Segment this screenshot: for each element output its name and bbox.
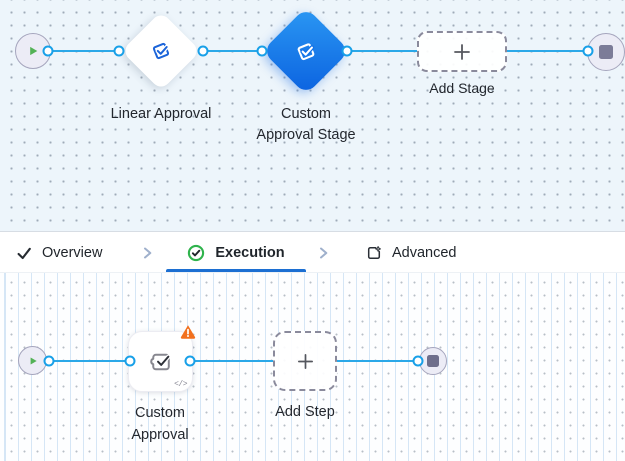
connector-port[interactable] xyxy=(341,45,353,57)
flow-line xyxy=(201,50,263,52)
play-icon xyxy=(30,46,38,56)
chevron-right-icon xyxy=(318,246,329,260)
flow-line xyxy=(40,50,120,52)
connector-port[interactable] xyxy=(42,45,54,57)
connector-port[interactable] xyxy=(256,45,268,57)
box-gear-icon xyxy=(367,245,382,259)
approval-check-icon xyxy=(148,38,174,64)
stage-tab-bar: Overview Execution A xyxy=(0,231,625,273)
stage-label-linear-approval: Linear Approval xyxy=(110,106,212,122)
step-label-custom-approval: Custom Approval xyxy=(131,405,189,443)
active-tab-underline xyxy=(166,268,306,272)
flow-line xyxy=(40,360,130,362)
tab-advanced[interactable]: Advanced xyxy=(366,232,457,273)
plus-icon xyxy=(297,353,313,369)
tab-label: Overview xyxy=(42,244,103,261)
step-canvas[interactable]: </> Custom Approval Add Step xyxy=(0,273,625,461)
flow-line xyxy=(336,360,431,362)
connector-port[interactable] xyxy=(113,45,125,57)
check-icon xyxy=(17,247,31,259)
flow-line xyxy=(346,50,417,52)
end-node[interactable] xyxy=(419,347,447,375)
connector-port[interactable] xyxy=(124,355,136,367)
connector-port[interactable] xyxy=(582,45,594,57)
flow-line xyxy=(190,360,275,362)
tab-label: Execution xyxy=(215,244,285,261)
connector-port[interactable] xyxy=(184,355,196,367)
add-step-button[interactable] xyxy=(273,331,337,391)
add-stage-label: Add Stage xyxy=(429,80,495,96)
stage-label-custom-approval-stage: Custom Approval Stage xyxy=(256,106,356,143)
approval-check-icon xyxy=(293,38,320,65)
flow-line xyxy=(507,50,607,52)
code-badge: </> xyxy=(174,380,187,389)
chevron-right-icon xyxy=(142,246,153,260)
stage-canvas[interactable]: Linear Approval Custom Approval Stage Ad… xyxy=(0,0,625,231)
tab-overview[interactable]: Overview xyxy=(16,232,102,273)
step-node-custom-approval[interactable]: </> xyxy=(128,325,196,392)
warning-triangle-icon[interactable] xyxy=(180,324,196,339)
add-step-label: Add Step xyxy=(275,404,335,420)
tab-label: Advanced xyxy=(392,244,457,261)
stage-node-custom-approval-stage[interactable] xyxy=(262,7,350,95)
play-icon xyxy=(30,356,37,365)
plus-icon xyxy=(454,43,470,60)
success-circle-icon xyxy=(188,244,205,261)
connector-port[interactable] xyxy=(43,355,55,367)
connector-port[interactable] xyxy=(412,355,424,367)
stop-icon xyxy=(427,355,439,367)
stop-icon xyxy=(599,45,613,59)
add-stage-button[interactable] xyxy=(417,31,507,72)
stage-node-linear-approval[interactable] xyxy=(121,11,201,91)
tab-execution[interactable]: Execution xyxy=(166,232,306,273)
connector-port[interactable] xyxy=(197,45,209,57)
puzzle-check-icon xyxy=(150,353,171,371)
